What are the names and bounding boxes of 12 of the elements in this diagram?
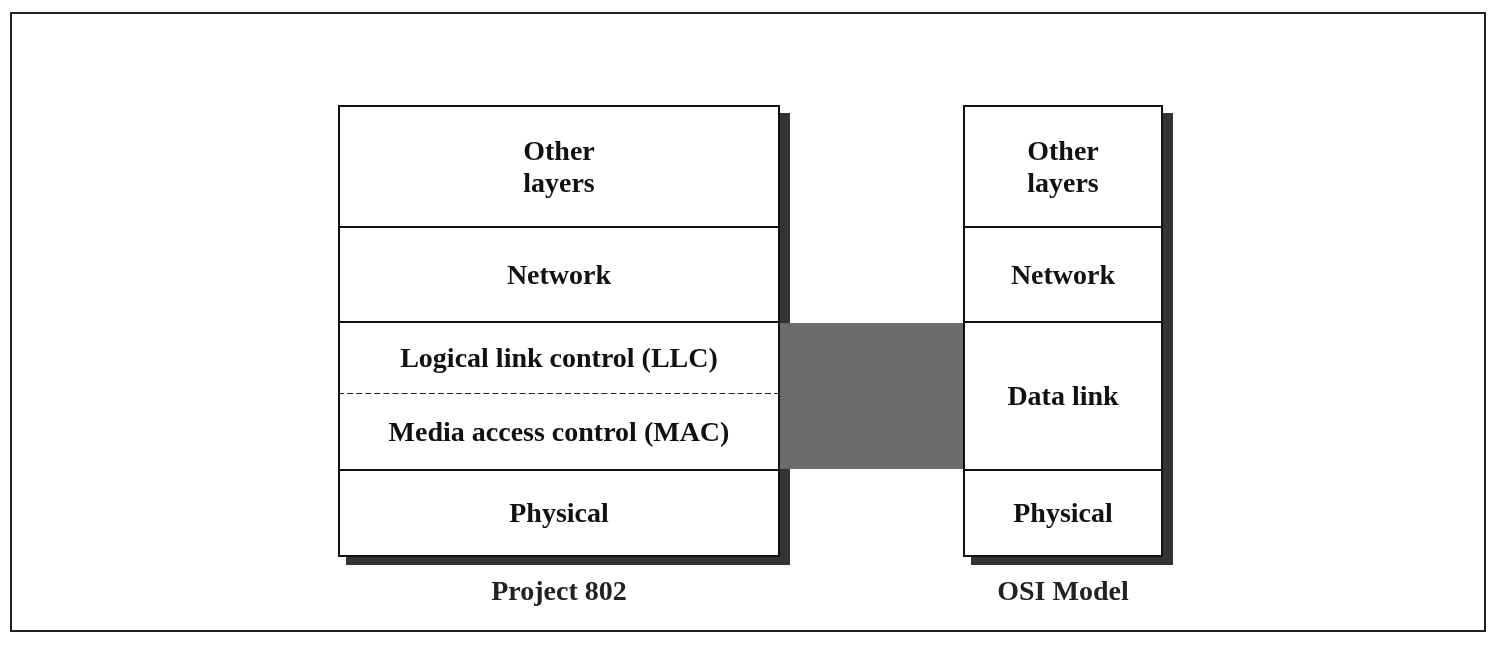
stack-caption: OSI Model	[996, 575, 1130, 607]
layer-box: Other layers	[963, 105, 1163, 228]
layer-box: Physical	[338, 469, 780, 557]
layer-box: Logical link control (LLC)	[338, 321, 780, 396]
stack-caption: Project 802	[490, 575, 628, 607]
layer-box: Other layers	[338, 105, 780, 228]
layer-box: Network	[338, 226, 780, 323]
layer-box: Media access control (MAC)	[338, 394, 780, 471]
shaded-band	[780, 323, 963, 469]
layer-box: Network	[963, 226, 1163, 323]
layer-box: Physical	[963, 469, 1163, 557]
layer-box: Data link	[963, 321, 1163, 471]
